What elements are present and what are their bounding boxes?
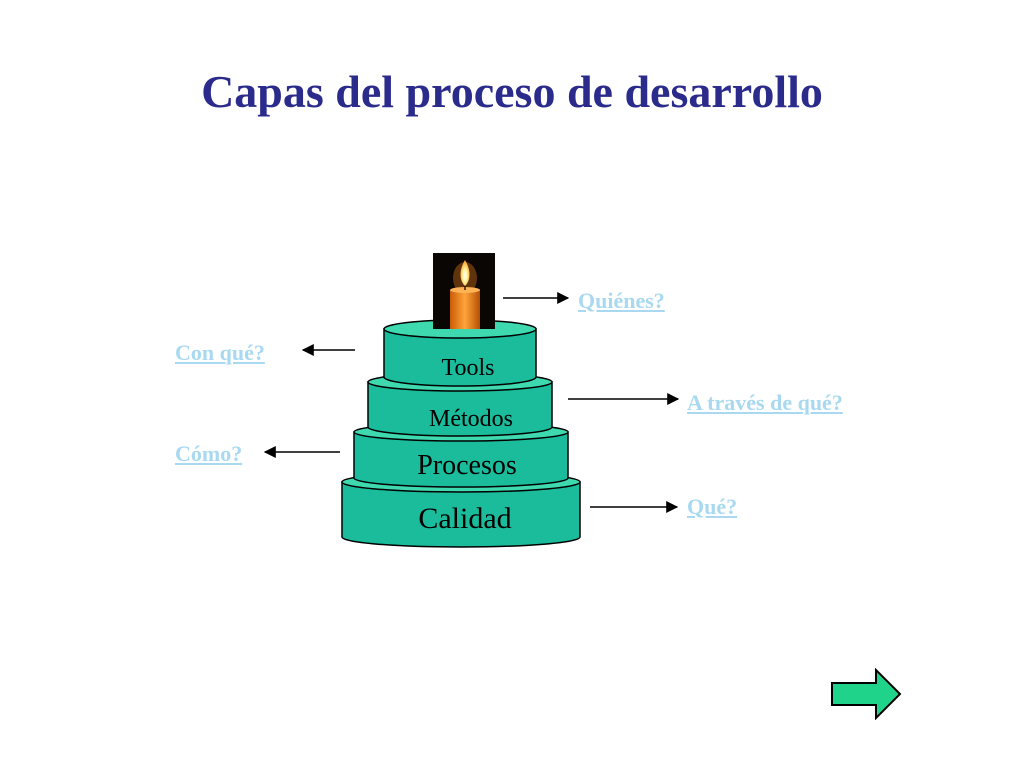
- layer-label-procesos: Procesos: [417, 450, 517, 481]
- link-a-traves-de-que[interactable]: A través de qué?: [687, 390, 843, 415]
- layer-label-calidad: Calidad: [418, 502, 511, 535]
- layer-tools: Tools: [383, 319, 537, 387]
- right-arrow-icon: [831, 668, 902, 720]
- link-como[interactable]: Cómo?: [175, 441, 243, 466]
- layer-label-metodos: Métodos: [429, 406, 513, 432]
- page-title: Capas del proceso de desarrollo: [201, 66, 823, 117]
- candle-image: [433, 253, 495, 329]
- layer-label-tools: Tools: [442, 355, 495, 381]
- link-quienes[interactable]: Quiénes?: [578, 288, 665, 313]
- next-slide-button[interactable]: [830, 668, 902, 720]
- link-que[interactable]: Qué?: [687, 494, 738, 519]
- link-con-que[interactable]: Con qué?: [175, 340, 265, 365]
